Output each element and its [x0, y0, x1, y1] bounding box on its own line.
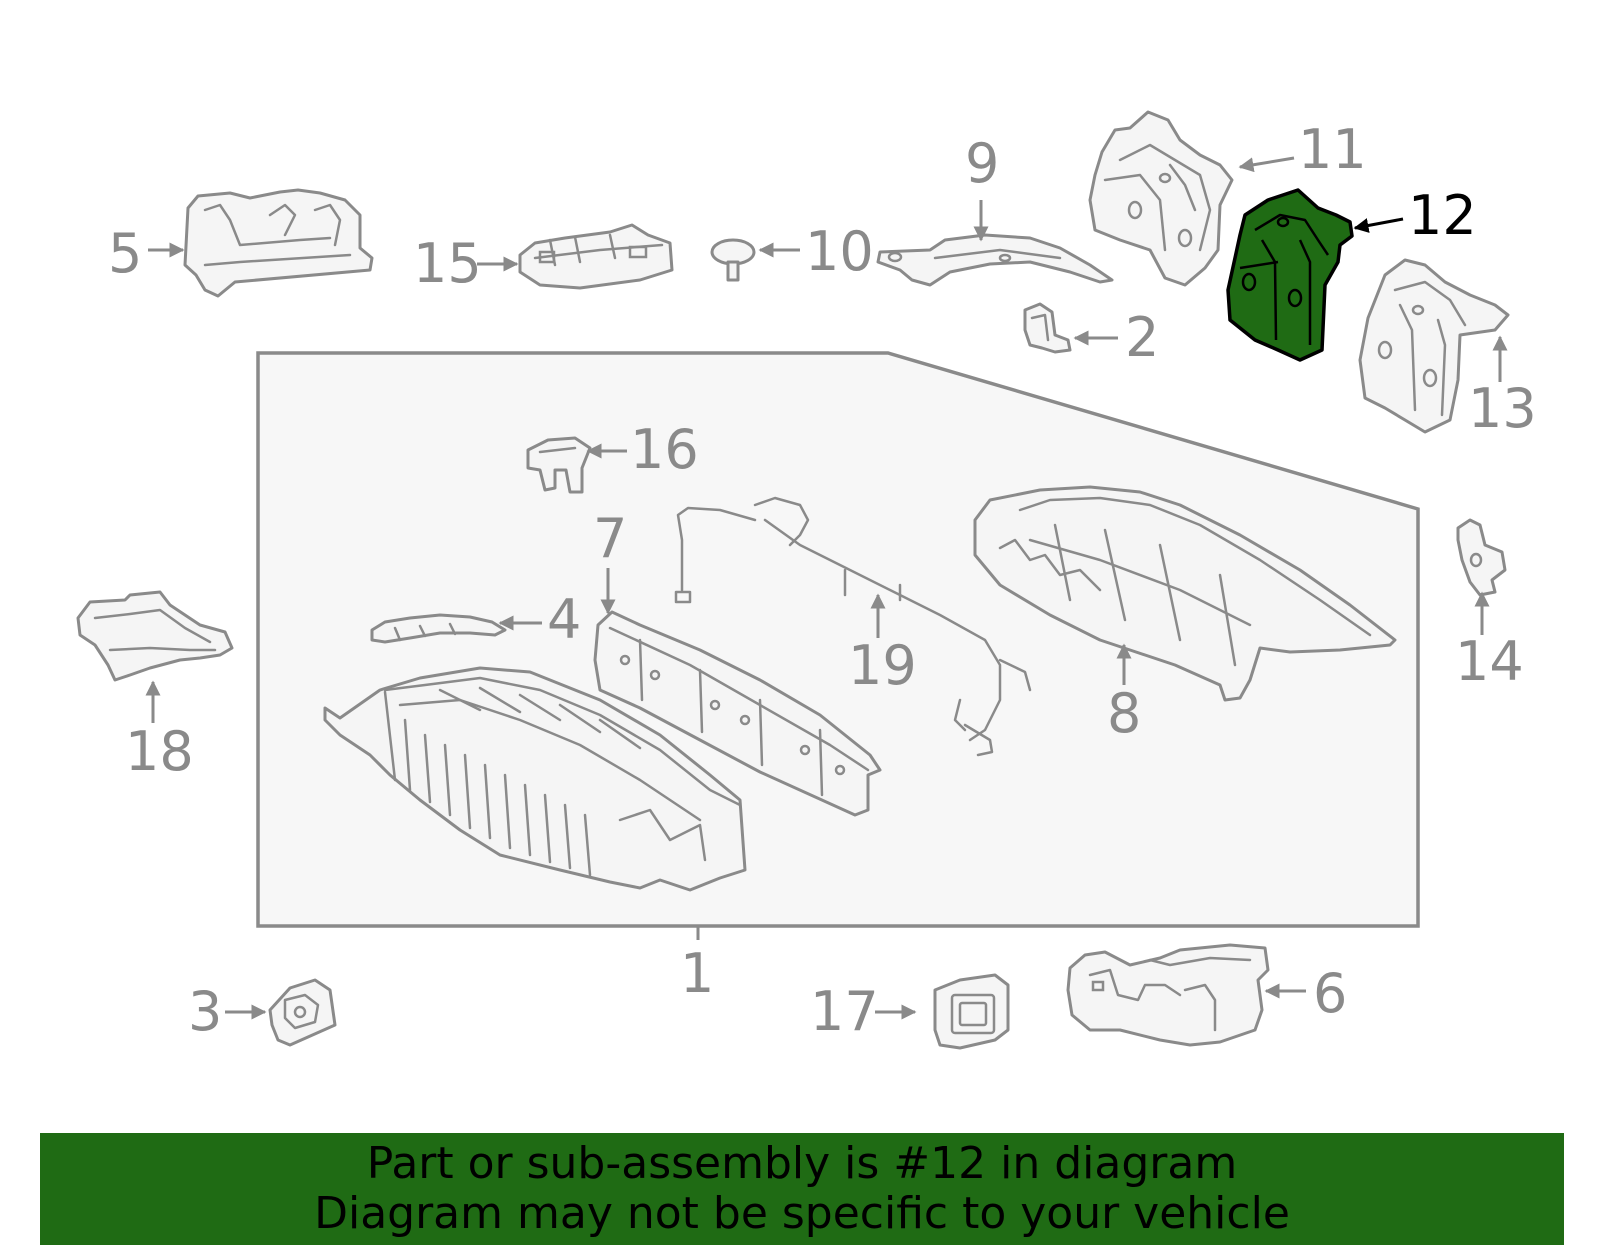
- callout-8: 8: [1107, 682, 1141, 745]
- part-8[interactable]: [973, 485, 1397, 702]
- callout-9: 9: [965, 132, 999, 195]
- part-19[interactable]: [674, 496, 1032, 757]
- part-6[interactable]: [1066, 943, 1270, 1047]
- part-10[interactable]: [710, 238, 756, 282]
- part-12[interactable]: [1226, 188, 1354, 362]
- part-9[interactable]: [876, 233, 1114, 287]
- callout-14: 14: [1455, 630, 1524, 693]
- callout-7: 7: [593, 507, 627, 570]
- part-16[interactable]: [526, 436, 592, 494]
- part-7[interactable]: [593, 610, 882, 817]
- part-3[interactable]: [268, 978, 337, 1047]
- callout-13: 13: [1468, 377, 1537, 440]
- callout-2: 2: [1125, 306, 1159, 369]
- battery-stack: [323, 666, 747, 892]
- callout-18: 18: [125, 720, 194, 783]
- callout-11: 11: [1298, 118, 1367, 181]
- banner-line-2: Diagram may not be specific to your vehi…: [314, 1188, 1290, 1239]
- part-11[interactable]: [1088, 110, 1234, 287]
- callout-16: 16: [630, 418, 699, 481]
- callout-numbers: 5 15 10 9 11 12 2 13 14 16 4 7 19 8 18 1…: [108, 118, 1537, 1043]
- callout-15: 15: [413, 232, 482, 295]
- callout-4: 4: [547, 588, 581, 651]
- part-14[interactable]: [1456, 518, 1507, 597]
- callout-3: 3: [188, 980, 222, 1043]
- info-banner: Part or sub-assembly is #12 in diagram D…: [40, 1133, 1564, 1245]
- callout-1: 1: [680, 942, 714, 1005]
- banner-line-1: Part or sub-assembly is #12 in diagram: [366, 1138, 1238, 1189]
- part-5[interactable]: [183, 188, 374, 298]
- part-15[interactable]: [518, 223, 674, 290]
- part-13[interactable]: [1358, 258, 1510, 434]
- callout-12: 12: [1408, 184, 1477, 247]
- callout-17: 17: [810, 980, 879, 1043]
- callout-5: 5: [108, 222, 142, 285]
- callout-10: 10: [805, 220, 874, 283]
- part-2[interactable]: [1023, 302, 1072, 354]
- callout-19: 19: [848, 634, 917, 697]
- leader-lines: [145, 156, 1508, 1020]
- part-4[interactable]: [370, 613, 507, 644]
- part-18[interactable]: [76, 590, 234, 682]
- callout-6: 6: [1313, 962, 1347, 1025]
- part-17[interactable]: [933, 973, 1010, 1050]
